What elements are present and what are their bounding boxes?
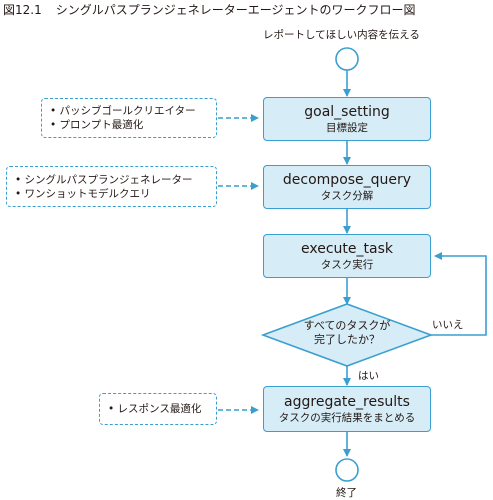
node-execute-task: execute_task タスク実行 [263,234,431,278]
node-decompose-query: decompose_query タスク分解 [263,165,431,209]
node-aggregate-results-subtitle: タスクの実行結果をまとめる [278,411,416,424]
node-execute-task-name: execute_task [301,240,393,257]
start-node [335,47,359,71]
note-goal-setting: パッシブゴールクリエイター プロンプト最適化 [41,98,217,138]
yes-label: はい [358,370,379,382]
node-goal-setting-subtitle: 目標設定 [326,121,368,134]
node-aggregate-results: aggregate_results タスクの実行結果をまとめる [263,386,431,432]
decision-line-1: すべてのタスクが [303,319,391,332]
decision-text: すべてのタスクが 完了したか？ [265,319,429,347]
no-label: いいえ [432,319,464,331]
node-goal-setting-name: goal_setting [304,103,390,120]
node-decompose-query-subtitle: タスク分解 [320,189,374,202]
figure-number: 図12.1 [3,3,42,17]
note-item: プロンプト最適化 [50,118,216,132]
note-item: ワンショットモデルクエリ [15,187,216,201]
node-execute-task-subtitle: タスク実行 [320,258,374,271]
node-decompose-query-name: decompose_query [282,171,412,188]
figure-title: 図12.1 シングルパスプランジェネレーターエージェントのワークフロー図 [3,1,416,18]
node-aggregate-results-name: aggregate_results [284,393,410,410]
note-decompose-query: シングルパスプランジェネレーター ワンショットモデルクエリ [6,166,217,207]
end-node [335,458,359,482]
start-label: レポートしてほしい内容を伝える [263,29,420,41]
note-item: レスポンス最適化 [108,402,216,416]
note-item: シングルパスプランジェネレーター [15,173,216,187]
decision-line-2: 完了したか？ [314,333,380,346]
end-label: 終了 [336,487,357,499]
note-item: パッシブゴールクリエイター [50,104,216,118]
note-aggregate-results: レスポンス最適化 [99,393,217,425]
node-goal-setting: goal_setting 目標設定 [263,97,431,141]
figure-title-text: シングルパスプランジェネレーターエージェントのワークフロー図 [55,3,416,17]
arrow-no-loop [431,252,487,336]
